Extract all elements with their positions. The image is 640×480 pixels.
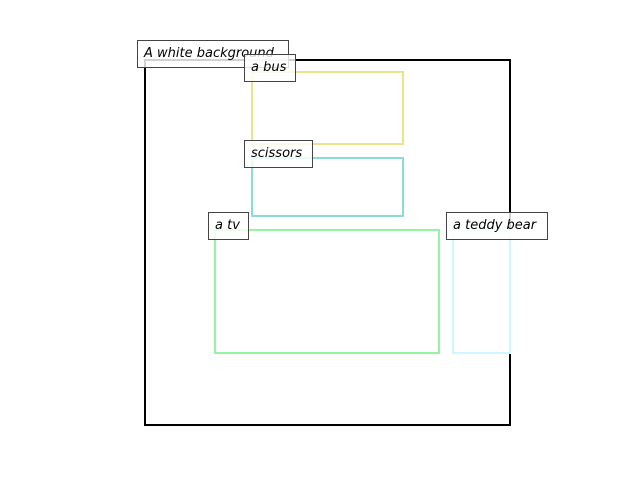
tv-bounding-box: [214, 229, 440, 354]
scissors-label: scissors: [244, 140, 313, 168]
bus-bounding-box: [251, 71, 404, 145]
teddy-bear-bounding-box: [452, 229, 511, 354]
scissors-bounding-box: [251, 157, 404, 217]
tv-label: a tv: [208, 212, 249, 240]
teddy-bear-label: a teddy bear: [446, 212, 548, 240]
bus-label: a bus: [244, 54, 296, 82]
